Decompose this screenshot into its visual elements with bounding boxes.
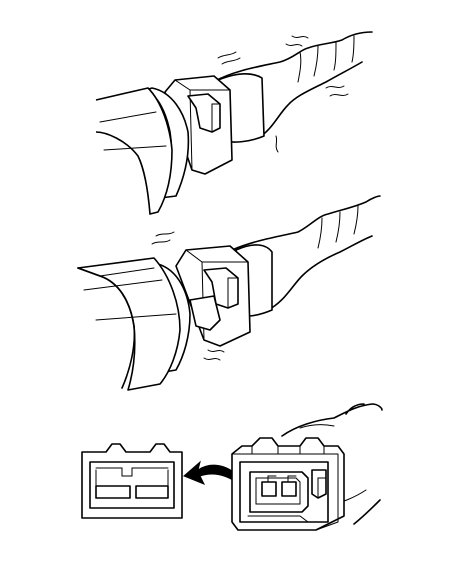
panel-1-connected — [95, 31, 373, 215]
wire-harness-2 — [231, 195, 381, 311]
vibration-lines-icon — [217, 35, 349, 153]
curved-arrow-icon — [183, 460, 239, 485]
vibration-lines-icon — [151, 231, 225, 361]
male-connector-housing — [231, 437, 345, 531]
panel-3-separated — [81, 403, 383, 531]
wire-twist-1 — [297, 35, 355, 83]
socket-ring-1 — [145, 87, 190, 199]
hand-silhouette — [281, 403, 383, 525]
socket-body-1 — [95, 87, 173, 215]
wire-harness-1 — [212, 31, 373, 139]
panel-2-wiggled — [77, 195, 381, 391]
latch-arm-2 — [189, 295, 221, 331]
female-connector-face — [81, 443, 183, 519]
